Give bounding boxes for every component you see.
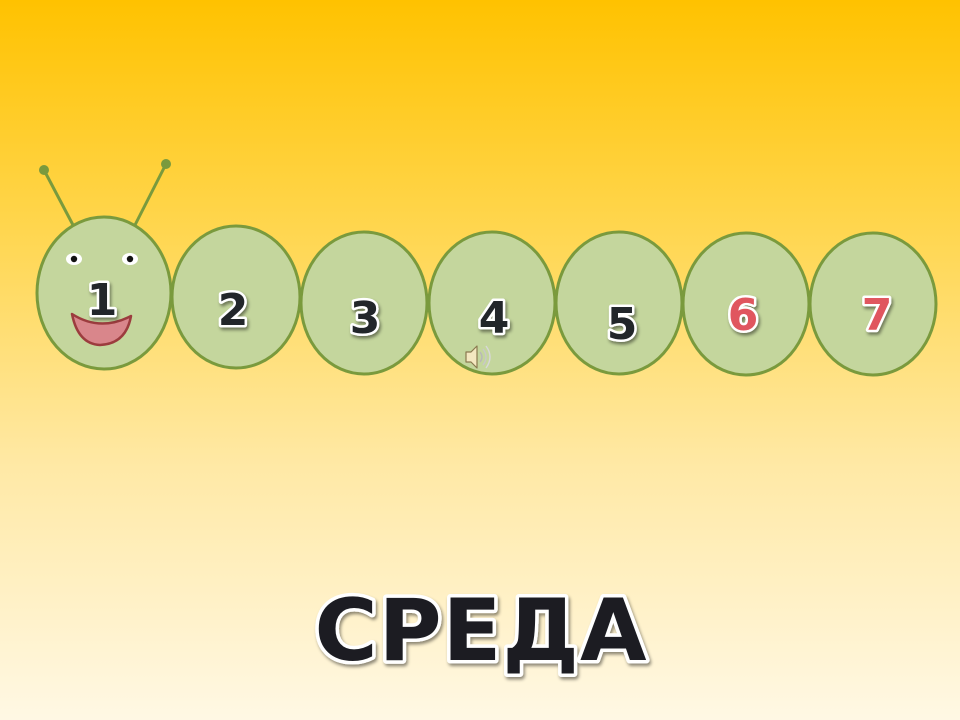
antenna-left-tip bbox=[39, 165, 49, 175]
page-title: СРЕДА bbox=[314, 581, 647, 681]
segment-4[interactable] bbox=[427, 230, 557, 376]
number-7: 7 bbox=[862, 290, 893, 341]
caterpillar-face bbox=[66, 253, 138, 347]
antenna-left bbox=[42, 169, 75, 226]
number-3: 3 bbox=[350, 293, 381, 344]
eye-left-pupil bbox=[70, 255, 78, 263]
antenna-right bbox=[133, 163, 168, 226]
antenna-right-tip bbox=[161, 159, 171, 169]
antennae bbox=[39, 159, 171, 226]
number-5: 5 bbox=[607, 299, 638, 350]
number-2: 2 bbox=[218, 285, 249, 336]
speaker-icon[interactable] bbox=[465, 345, 491, 369]
smile-mouth bbox=[70, 312, 133, 347]
eye-right-pupil bbox=[126, 255, 134, 263]
segment-numbers: 1 2 3 4 5 6 7 bbox=[84, 273, 895, 353]
caterpillar-body bbox=[35, 215, 938, 377]
number-4: 4 bbox=[479, 293, 510, 344]
number-6: 6 bbox=[728, 290, 759, 341]
number-1: 1 bbox=[87, 275, 118, 326]
